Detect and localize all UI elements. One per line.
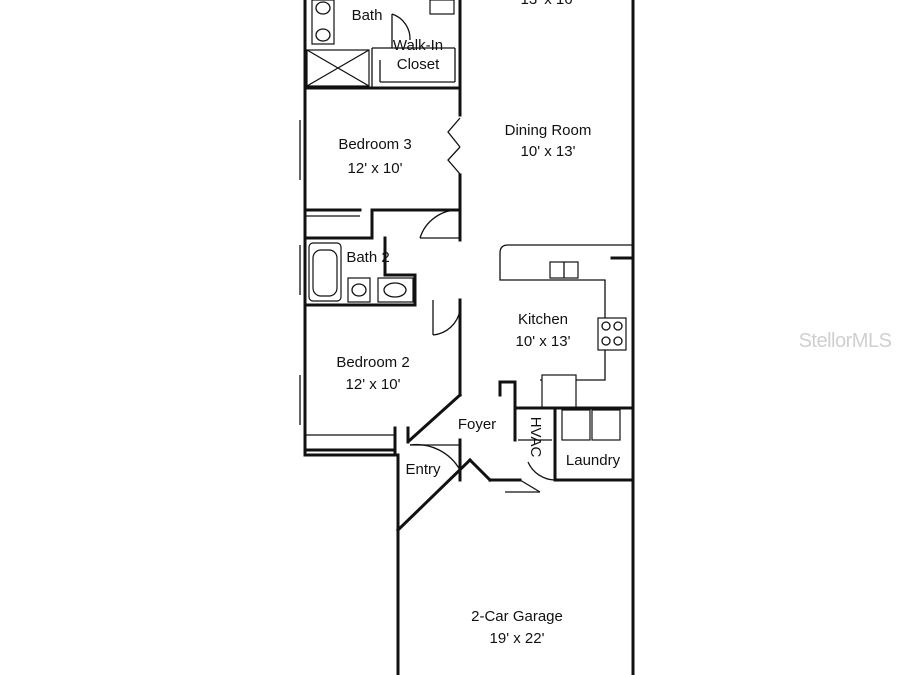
foyer-label: Foyer	[458, 416, 496, 433]
kitchen-name: Kitchen	[518, 311, 568, 328]
toilet-icon	[347, 277, 371, 303]
sink-icon	[377, 277, 414, 303]
dining-dims: 10' x 13'	[521, 143, 576, 160]
bedroom2-dims: 12' x 10'	[346, 376, 401, 393]
kitchen-dims: 10' x 13'	[516, 333, 571, 350]
room-labels: Bath 13' x 16' Walk-In Closet Bedroom 3 …	[336, 0, 892, 647]
top-room-dims: 13' x 16'	[521, 0, 576, 8]
stove-icon	[597, 317, 627, 351]
interior-walls	[303, 86, 463, 457]
toilet-icon	[429, 0, 455, 15]
entry-doors	[395, 438, 541, 533]
kitchen-counters	[499, 244, 635, 409]
entry-label: Entry	[405, 461, 441, 478]
walk-in-label: Walk-In	[393, 37, 443, 54]
bath2-label: Bath 2	[346, 249, 389, 266]
hvac-label: HVAC	[527, 417, 544, 458]
exterior-walls	[303, 0, 635, 675]
watermark-logo: StellorMLS	[799, 330, 892, 352]
vanity-icon	[311, 0, 335, 45]
master-bath-area	[303, 0, 462, 90]
bath2-fixtures	[308, 242, 414, 303]
garage-name: 2-Car Garage	[471, 608, 563, 625]
garage-dims: 19' x 22'	[490, 630, 545, 647]
laundry-label: Laundry	[566, 452, 621, 469]
bedroom3-dims: 12' x 10'	[348, 160, 403, 177]
dining-name: Dining Room	[505, 122, 592, 139]
refrigerator-icon	[541, 374, 577, 409]
bedroom2-name: Bedroom 2	[336, 354, 409, 371]
washer-icon	[561, 409, 591, 441]
bath-label: Bath	[352, 7, 383, 24]
closet-label: Closet	[397, 56, 440, 73]
dryer-icon	[591, 409, 621, 441]
utility-area	[498, 380, 635, 482]
bedroom3-name: Bedroom 3	[338, 136, 411, 153]
